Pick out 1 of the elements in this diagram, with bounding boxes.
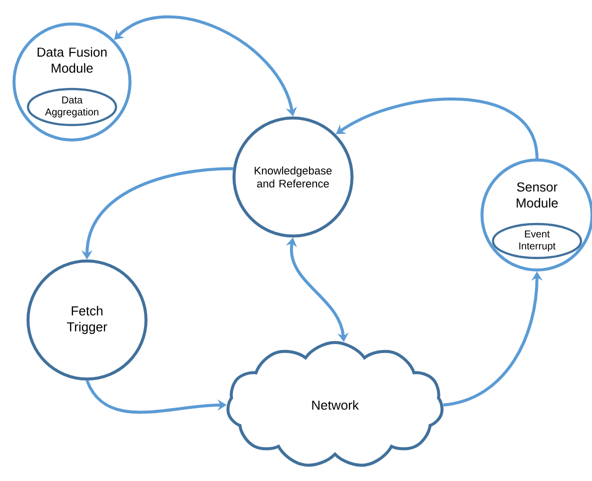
- network-cloud: Network: [226, 340, 444, 467]
